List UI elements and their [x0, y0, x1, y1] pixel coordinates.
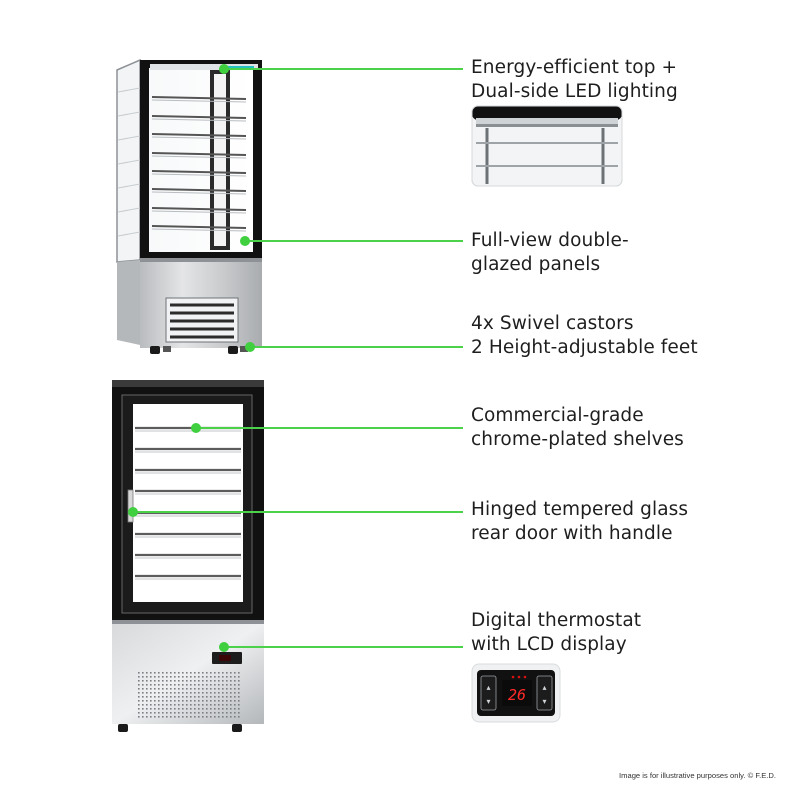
marker-dot-castors [245, 342, 255, 352]
connector-line-thermostat [224, 646, 463, 648]
svg-text:▾: ▾ [486, 697, 490, 706]
feature-line: 2 Height-adjustable feet [471, 337, 698, 358]
feature-line: chrome-plated shelves [471, 429, 684, 450]
feature-label-castors: 4x Swivel castors 2 Height-adjustable fe… [471, 312, 698, 360]
feature-line: glazed panels [471, 254, 601, 275]
connector-line-panels [246, 240, 463, 242]
feature-label-door: Hinged tempered glass rear door with han… [471, 498, 688, 546]
illustrative-disclaimer: Image is for illustrative purposes only.… [619, 771, 776, 780]
feature-line: with LCD display [471, 634, 627, 655]
svg-text:▾: ▾ [542, 697, 546, 706]
feature-line: Commercial-grade [471, 405, 644, 426]
feature-label-thermostat: Digital thermostat with LCD display [471, 609, 641, 657]
feature-line: rear door with handle [471, 523, 673, 544]
feature-line: Energy-efficient top + [471, 57, 678, 78]
connector-line-shelves [196, 427, 463, 429]
feature-line: Full-view double- [471, 230, 629, 251]
marker-dot-door [128, 507, 138, 517]
connector-line-top [225, 68, 463, 70]
marker-dot-shelves [191, 423, 201, 433]
feature-label-top: Energy-efficient top + Dual-side LED lig… [471, 56, 678, 104]
display-cabinet-angled-view [116, 58, 262, 354]
thermostat-detail-image: ▴ ▾ ▴ ▾ 26 [471, 663, 561, 723]
svg-text:▴: ▴ [542, 683, 546, 692]
connector-line-door [133, 511, 463, 513]
marker-dot-top [219, 64, 229, 74]
feature-label-panels: Full-view double- glazed panels [471, 229, 629, 277]
marker-dot-thermostat [219, 642, 229, 652]
feature-line: Hinged tempered glass [471, 499, 689, 520]
thermostat-reading: 26 [508, 686, 526, 704]
led-top-detail-image [471, 105, 623, 187]
display-cabinet-rear-view [112, 380, 264, 732]
feature-line: Digital thermostat [471, 610, 642, 631]
svg-text:▴: ▴ [486, 683, 490, 692]
connector-line-castors [250, 346, 463, 348]
marker-dot-panels [240, 236, 250, 246]
feature-line: Dual-side LED lighting [471, 81, 678, 102]
feature-label-shelves: Commercial-grade chrome-plated shelves [471, 404, 684, 452]
feature-line: 4x Swivel castors [471, 313, 634, 334]
